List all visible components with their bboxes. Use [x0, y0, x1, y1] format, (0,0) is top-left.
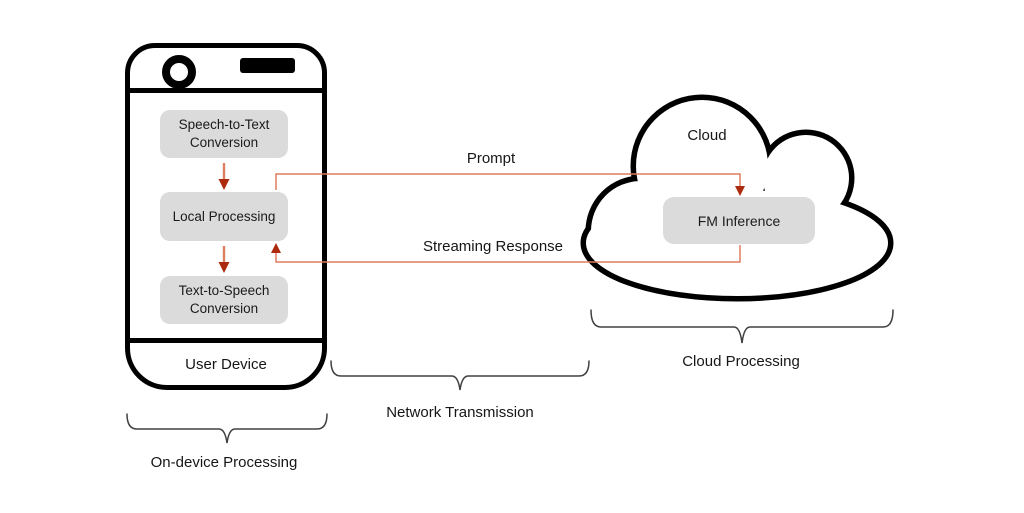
- streaming-response-arrowhead: [271, 243, 281, 253]
- fm-inference-label: FM Inference: [697, 212, 781, 229]
- speaker-icon: [240, 58, 295, 73]
- network-transmission-label: Network Transmission: [386, 404, 534, 421]
- streaming-response-label: Streaming Response: [422, 238, 564, 255]
- user-device-phone: Speech-to-Text Conversion Local Processi…: [125, 43, 327, 390]
- user-device-label: User Device: [185, 355, 267, 373]
- brace-cloud-processing: [590, 309, 894, 344]
- text-to-speech-label: Text-to-Speech Conversion: [178, 283, 270, 316]
- user-device-footer: User Device: [130, 338, 322, 385]
- speech-to-text-box: Speech-to-Text Conversion: [160, 110, 288, 158]
- prompt-arrowhead: [735, 186, 745, 196]
- prompt-connector: [275, 173, 741, 190]
- streaming-response-connector: [275, 245, 741, 263]
- phone-top-bar: [130, 48, 322, 93]
- cloud-label: Cloud: [687, 127, 727, 144]
- camera-icon: [162, 55, 196, 89]
- local-processing-label: Local Processing: [172, 208, 276, 224]
- arrowhead-stt-to-local: [218, 179, 230, 190]
- cloud-processing-label: Cloud Processing: [682, 353, 800, 370]
- prompt-label: Prompt: [466, 150, 516, 167]
- brace-network-transmission: [330, 360, 590, 391]
- arrowhead-local-to-tts: [218, 262, 230, 273]
- text-to-speech-box: Text-to-Speech Conversion: [160, 276, 288, 324]
- local-processing-box: Local Processing: [160, 192, 288, 241]
- brace-on-device-processing: [126, 413, 328, 444]
- speech-to-text-label: Speech-to-Text Conversion: [178, 117, 270, 150]
- on-device-processing-label: On-device Processing: [150, 454, 298, 471]
- fm-inference-box: FM Inference: [663, 197, 815, 244]
